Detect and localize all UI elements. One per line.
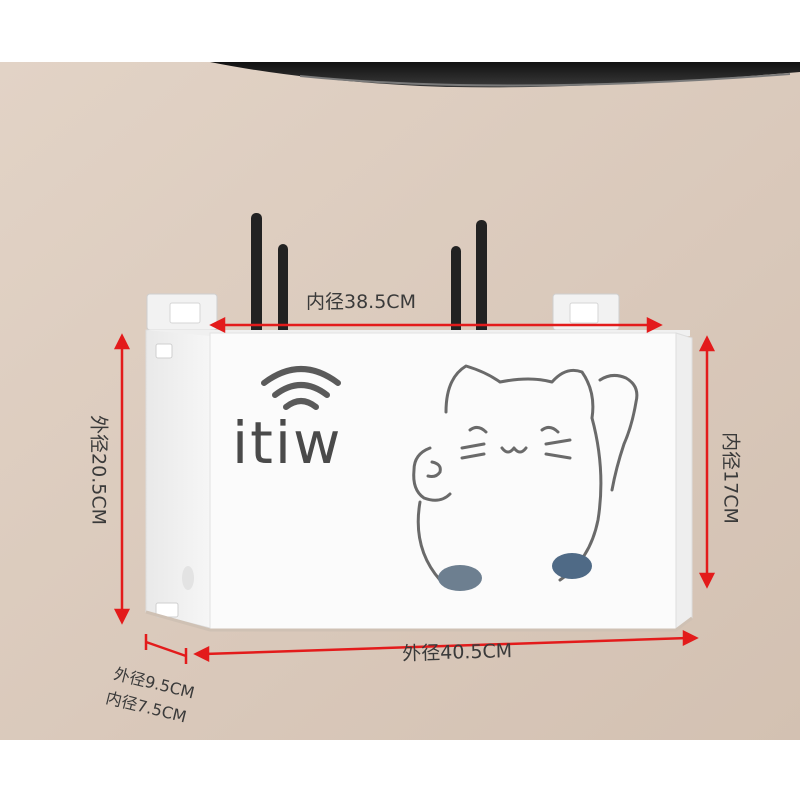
left-wall-bracket	[146, 293, 218, 331]
box-left-side	[145, 329, 211, 629]
right-wall-bracket	[552, 293, 620, 331]
box-bottom-edge	[145, 610, 693, 632]
tv-reflection	[299, 73, 791, 87]
outer-width-arrow	[203, 636, 689, 656]
outer-height-label: 外径20.5CM	[87, 415, 110, 525]
depth-arrow	[145, 640, 187, 658]
inner-height-label: 内径17CM	[719, 432, 742, 524]
outer-width-label: 外径40.5CM	[401, 640, 513, 665]
box-right-side	[675, 332, 693, 631]
dimension-arrows	[113, 316, 716, 664]
side-vent-top	[155, 343, 173, 359]
cable-hole-left	[438, 565, 482, 591]
panel-lettering: itiw	[232, 409, 343, 477]
wifi-icon	[261, 366, 341, 410]
side-cable-hole	[182, 566, 194, 590]
cable-hole-right	[552, 553, 592, 579]
router-antennas	[251, 213, 487, 336]
inner-width-label: 内径38.5CM	[306, 291, 416, 313]
